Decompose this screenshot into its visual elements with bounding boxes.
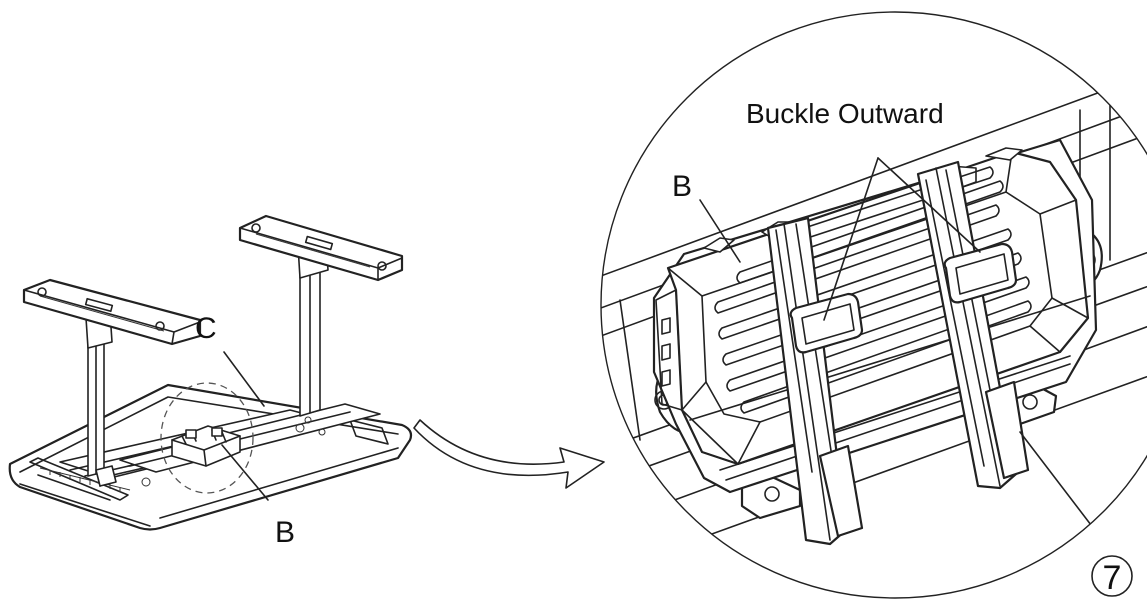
step-number-badge: 7 xyxy=(1091,555,1133,597)
strap-left xyxy=(766,216,864,546)
control-box-small xyxy=(171,425,241,467)
strap-right xyxy=(916,160,1030,490)
label-buckle-outward: Buckle Outward xyxy=(746,98,944,129)
step-number: 7 xyxy=(1103,559,1122,597)
curved-arrow xyxy=(413,419,605,489)
leader-line-c xyxy=(223,351,265,407)
desk-frame-overview: C B xyxy=(8,214,413,549)
leader-line-b-small xyxy=(221,444,269,501)
leader-line-b-detail xyxy=(699,199,741,263)
detail-circle-border xyxy=(600,11,1147,599)
detail-view: Buckle Outward B 7 xyxy=(600,11,1147,599)
buckle-right xyxy=(943,242,1018,304)
label-b-detail: B xyxy=(672,170,692,203)
leader-line-buckle-right xyxy=(877,157,981,253)
control-box-large xyxy=(652,138,1098,494)
detail-callout-circle xyxy=(160,382,254,494)
vent-slots xyxy=(714,166,1032,414)
label-c: C xyxy=(195,312,217,345)
leader-line-seven xyxy=(1019,431,1105,543)
foot-right xyxy=(238,214,404,282)
leader-line-buckle-left xyxy=(823,157,879,321)
buckle-left xyxy=(789,292,864,354)
foot-left xyxy=(22,278,202,346)
label-b-overview: B xyxy=(275,516,295,549)
